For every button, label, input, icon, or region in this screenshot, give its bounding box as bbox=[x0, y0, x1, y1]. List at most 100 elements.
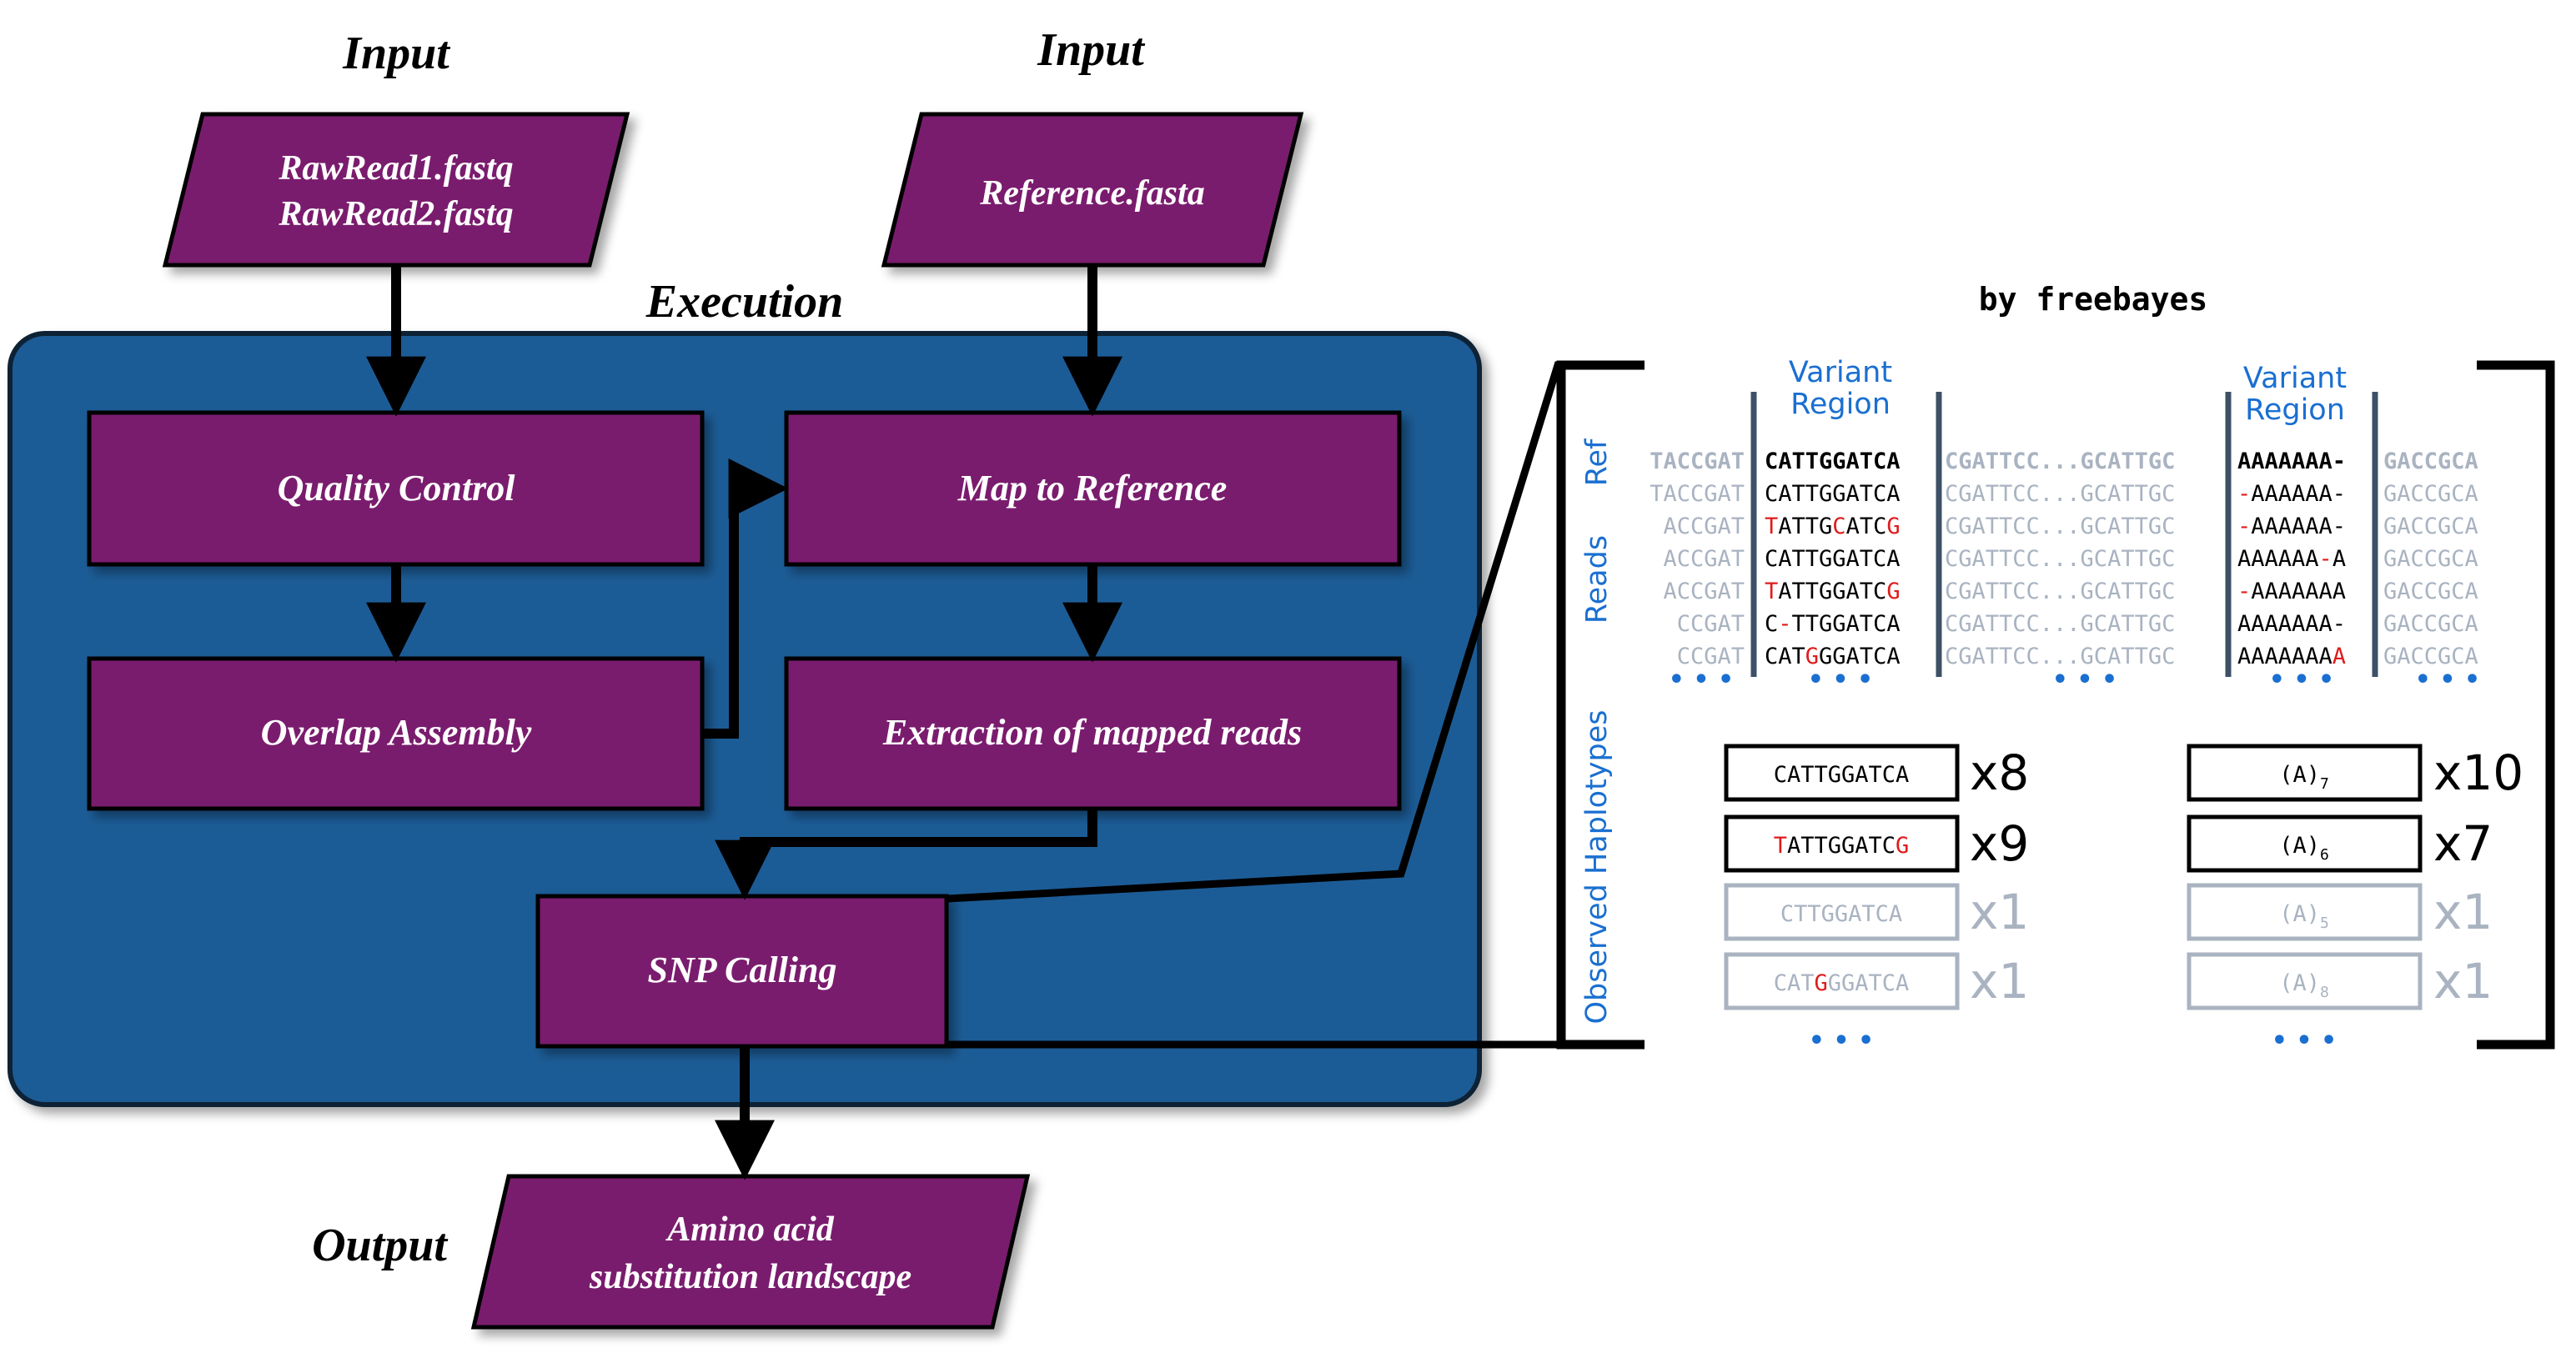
quality-control-label: Quality Control bbox=[278, 468, 516, 509]
tool-name: freebayes bbox=[2036, 281, 2207, 318]
haplotype-box bbox=[1724, 952, 1960, 1010]
output-box: Amino acid substitution landscape bbox=[470, 1174, 1031, 1330]
haplotype-box bbox=[1724, 744, 1960, 802]
input-heading-right: Input bbox=[1037, 24, 1145, 76]
haplotype-count: x8 bbox=[1970, 744, 2029, 801]
extraction-box: Extraction of mapped reads bbox=[784, 656, 1402, 811]
row-right-flank: GACCGCA bbox=[2383, 546, 2478, 572]
side-label-reads: Reads bbox=[1580, 535, 1614, 624]
flow-arrows bbox=[366, 267, 1122, 1180]
haplotype-box bbox=[1724, 883, 1960, 941]
haplotype-box bbox=[2187, 952, 2423, 1010]
ellipsis: • • • bbox=[2052, 665, 2117, 694]
alignment-ellipses: • • • • • • • • • • • • • • • bbox=[1669, 665, 2480, 694]
ellipsis: • • • bbox=[1808, 665, 1873, 694]
row-variant-1: CATTGGATCA bbox=[1765, 448, 1901, 474]
overlap-assembly-box: Overlap Assembly bbox=[87, 656, 705, 811]
row-variant-1: CATGGGATCA bbox=[1765, 644, 1901, 669]
haplotype-seq: CATTGGATCA bbox=[1774, 762, 1910, 788]
map-to-reference-box: Map to Reference bbox=[784, 410, 1402, 567]
reference-input: Reference.fasta bbox=[881, 112, 1304, 268]
execution-heading: Execution bbox=[645, 276, 843, 328]
row-middle: CGATTCC...GCATTGC bbox=[1945, 448, 2175, 474]
row-variant-1: CATTGGATCA bbox=[1765, 546, 1901, 572]
haplotype-count: x1 bbox=[1970, 884, 2029, 940]
right-bracket bbox=[2477, 360, 2555, 1050]
row-left-flank: CCGAT bbox=[1677, 644, 1745, 669]
raw-read-2-label: RawRead2.fastq bbox=[278, 195, 513, 233]
row-right-flank: GACCGCA bbox=[2383, 579, 2478, 604]
output-heading: Output bbox=[312, 1220, 448, 1271]
side-label-ref: Ref bbox=[1580, 438, 1614, 486]
row-left-flank: ACCGAT bbox=[1663, 579, 1745, 604]
haplotype-homopolymer: (A)8 bbox=[2279, 970, 2329, 1001]
row-left-flank: ACCGAT bbox=[1663, 546, 1745, 572]
arrow-overlap-to-map bbox=[704, 459, 789, 739]
row-right-flank: GACCGCA bbox=[2383, 481, 2478, 507]
quality-control-box: Quality Control bbox=[87, 410, 705, 567]
haplotype-homopolymer: (A)6 bbox=[2279, 833, 2329, 864]
ellipsis: • • • bbox=[2415, 665, 2480, 694]
row-middle: CGATTCC...GCATTGC bbox=[1945, 514, 2175, 539]
tool-caption: by freebayes bbox=[1979, 281, 2208, 318]
alignment-rows: TACCGAT CATTGGATCA CGATTCC...GCATTGC AAAAAA… bbox=[1650, 448, 2478, 669]
row-variant-1: CATTGGATCA bbox=[1765, 481, 1901, 507]
row-left-flank: ACCGAT bbox=[1663, 514, 1745, 539]
haplotype-seq: CTTGGATCA bbox=[1780, 901, 1902, 927]
side-label-observed: Observed Haplotypes bbox=[1580, 709, 1614, 1024]
snp-calling-box: SNP Calling bbox=[535, 894, 949, 1049]
row-middle: CGATTCC...GCATTGC bbox=[1945, 611, 2175, 637]
haplotype-seq: TATTGGATCG bbox=[1774, 833, 1910, 859]
ellipsis: • • • bbox=[1809, 1026, 1874, 1055]
row-variant-2: -AAAAAAA bbox=[2237, 579, 2346, 604]
snp-calling-label: SNP Calling bbox=[648, 950, 837, 990]
row-right-flank: GACCGCA bbox=[2383, 448, 2478, 474]
ellipsis: • • • bbox=[1669, 665, 1734, 694]
row-middle: CGATTCC...GCATTGC bbox=[1945, 546, 2175, 572]
haplotype-box bbox=[2187, 814, 2423, 873]
row-variant-2: -AAAAAA- bbox=[2237, 514, 2346, 539]
haplotype-box bbox=[1724, 814, 1960, 873]
raw-reads-input: RawRead1.fastq RawRead2.fastq bbox=[162, 112, 630, 268]
haplotype-count: x7 bbox=[2433, 815, 2493, 872]
overlap-assembly-label: Overlap Assembly bbox=[261, 712, 532, 753]
raw-read-1-label: RawRead1.fastq bbox=[278, 149, 513, 188]
haplotype-homopolymer: (A)5 bbox=[2279, 901, 2329, 932]
left-bracket bbox=[1556, 360, 1645, 1050]
row-variant-2: -AAAAAA- bbox=[2237, 481, 2346, 507]
row-variant-2: AAAAAAAA bbox=[2237, 644, 2346, 669]
haplotype-count: x1 bbox=[2433, 953, 2493, 1010]
row-right-flank: GACCGCA bbox=[2383, 514, 2478, 539]
row-variant-2: AAAAAA-A bbox=[2237, 546, 2346, 572]
row-variant-1: C-TTGGATCA bbox=[1765, 611, 1901, 637]
row-variant-1: TATTGCATCG bbox=[1765, 514, 1901, 539]
tool-caption-prefix: by bbox=[1979, 281, 2036, 318]
panel-brackets bbox=[1556, 360, 2555, 1050]
haplotype-seq: CATGGGATCA bbox=[1774, 970, 1910, 996]
row-middle: CGATTCC...GCATTGC bbox=[1945, 481, 2175, 507]
row-left-flank: TACCGAT bbox=[1650, 481, 1745, 507]
haplotype-homopolymer: (A)7 bbox=[2279, 762, 2329, 793]
extraction-label: Extraction of mapped reads bbox=[882, 712, 1302, 753]
row-left-flank: CCGAT bbox=[1677, 611, 1745, 637]
haplotype-count: x1 bbox=[1970, 953, 2029, 1010]
arrow-extraction-to-snp bbox=[715, 810, 1097, 900]
row-variant-1: TATTGGATCG bbox=[1765, 579, 1901, 604]
haplotype-box bbox=[2187, 883, 2423, 941]
haplotype-count: x9 bbox=[1970, 815, 2029, 872]
haplotype-count: x1 bbox=[2433, 884, 2493, 940]
reference-label: Reference.fasta bbox=[979, 174, 1204, 213]
haplotype-box bbox=[2187, 744, 2423, 802]
row-variant-2: AAAAAAA- bbox=[2237, 448, 2346, 474]
output-line-1: Amino acid bbox=[665, 1210, 835, 1249]
haplotype-count: x10 bbox=[2433, 744, 2523, 801]
row-middle: CGATTCC...GCATTGC bbox=[1945, 644, 2175, 669]
row-middle: CGATTCC...GCATTGC bbox=[1945, 579, 2175, 604]
input-heading-left: Input bbox=[342, 28, 450, 79]
ellipsis: • • • bbox=[2269, 665, 2334, 694]
row-right-flank: GACCGCA bbox=[2383, 644, 2478, 669]
ellipsis: • • • bbox=[2272, 1026, 2337, 1055]
